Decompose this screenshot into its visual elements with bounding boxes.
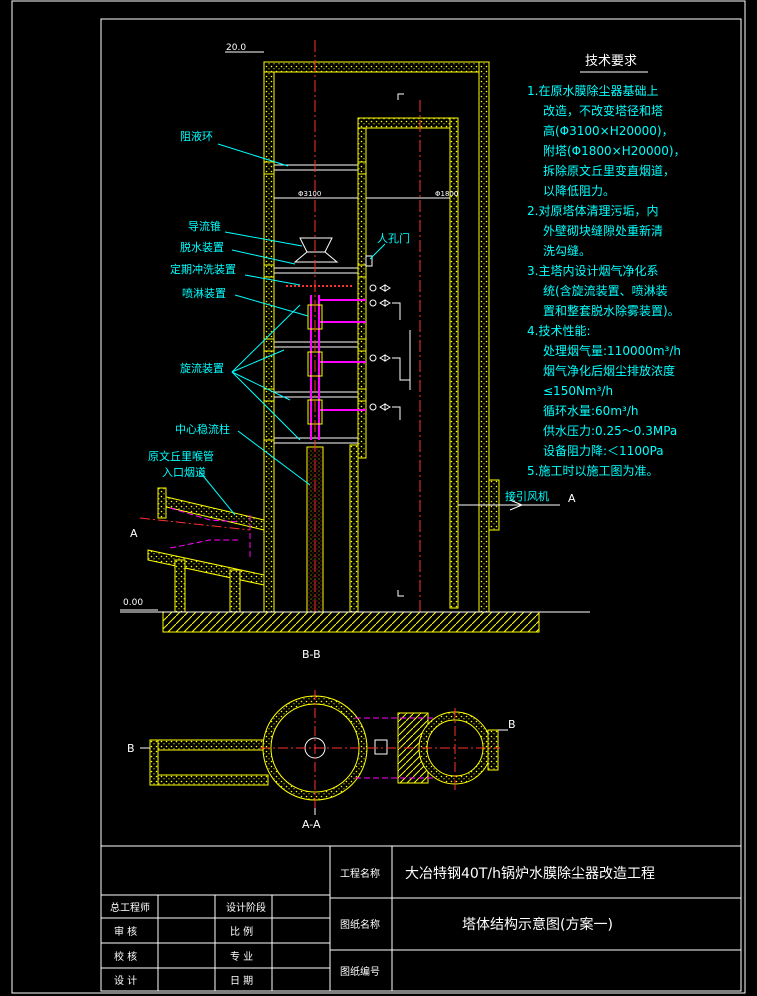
tech-line-18: 供水压力:0.25～0.3MPa [543, 424, 677, 438]
label-sec-b-left: B [127, 742, 135, 755]
tech-line-11: 统(含旋流装置、喷淋装 [543, 283, 668, 298]
dimension-lines [120, 51, 450, 611]
corner-marks [397, 93, 404, 597]
label-level-ground: 0.00 [123, 598, 143, 608]
outlet-duct [458, 479, 560, 531]
tech-requirements: 技术要求 1.在原水膜除尘器基础上 改造，不改变塔径和塔 高(Φ3100×H20… [527, 54, 686, 478]
title-block [100, 845, 742, 992]
tech-line-2: 改造，不改变塔径和塔 [543, 103, 663, 118]
label-section-bb: B-B [302, 648, 321, 661]
internal-trays [274, 164, 358, 444]
inlet-duct [147, 487, 265, 613]
label-level-top: 20.0 [226, 43, 246, 53]
label-sec-a-right: A [568, 492, 576, 505]
tb-row1-right: 设计阶段 [226, 901, 266, 914]
tech-line-8: 外壁砌块缝隙处重新清 [543, 223, 663, 238]
label-cyclone: 旋流装置 [180, 361, 224, 375]
tech-line-1: 1.在原水膜除尘器基础上 [527, 83, 658, 98]
tech-line-4: 附塔(Φ1800×H20000)， [543, 144, 686, 158]
label-dewater: 脱水装置 [180, 240, 224, 254]
tech-line-7: 2.对原塔体清理污垢，内 [527, 204, 658, 218]
plan-view [140, 690, 508, 815]
label-guide-cone: 导流锥 [188, 219, 221, 233]
tb-row2-left: 审 核 [114, 925, 137, 938]
tech-line-9: 洗勾缝。 [543, 243, 591, 258]
label-center-column: 中心稳流柱 [175, 422, 230, 436]
tb-row4-right: 日 期 [230, 975, 253, 987]
label-liquid-ring: 阻液环 [180, 129, 213, 143]
tech-line-17: 循环水量:60m³/h [543, 404, 638, 418]
tech-line-20: 5.施工时以施工图为准。 [527, 464, 658, 478]
tech-line-10: 3.主塔内设计烟气净化系 [527, 263, 658, 278]
tech-title: 技术要求 [585, 54, 637, 69]
label-manhole: 人孔门 [377, 231, 410, 245]
label-venturi-1: 原文丘里喉管 [148, 449, 214, 463]
label-spray: 喷淋装置 [182, 287, 226, 300]
tech-line-3: 高(Φ3100×H20000)， [543, 123, 674, 138]
center-lines [314, 40, 421, 612]
tb-drawing-label: 图纸名称 [340, 918, 380, 931]
manhole-door [365, 255, 373, 267]
leader-lines [199, 143, 386, 516]
main-tower [263, 61, 490, 613]
label-venturi-2: 入口烟道 [162, 465, 206, 479]
label-dia-main: Φ3100 [298, 190, 321, 198]
tb-row3-right: 专 业 [230, 950, 253, 963]
spray-pipes [310, 295, 366, 440]
tb-project-value: 大冶特钢40T/h锅炉水膜除尘器改造工程 [405, 866, 655, 882]
tech-line-14: 处理烟气量:110000m³/h [543, 343, 681, 358]
valves [369, 284, 411, 420]
tech-line-16: ≤150Nm³/h [543, 384, 613, 398]
label-sec-a-left: A [130, 527, 138, 540]
label-section-aa: A-A [302, 818, 321, 831]
label-flush: 定期冲洗装置 [170, 262, 236, 276]
section-line-a [139, 517, 251, 531]
venturi-lines [169, 507, 251, 560]
tb-number-label: 图纸编号 [340, 965, 380, 978]
label-fan: 接引风机 [505, 489, 549, 503]
tech-line-13: 4.技术性能: [527, 324, 591, 338]
tech-line-5: 拆除原文丘里变直烟道， [543, 163, 675, 178]
tb-row1-left: 总工程师 [110, 901, 150, 914]
tb-drawing-value: 塔体结构示意图(方案一) [462, 916, 613, 933]
tb-project-label: 工程名称 [340, 867, 380, 880]
tech-line-12: 置和整套脱水除雾装置)。 [543, 303, 680, 318]
tb-row4-left: 设 计 [114, 974, 137, 987]
tech-line-19: 设备阻力降:＜1100Pa [543, 444, 664, 458]
tb-row3-left: 校 核 [114, 950, 137, 963]
tech-line-6: 以降低阻力。 [543, 184, 615, 198]
label-dia-aux: Φ1800 [435, 190, 458, 198]
label-sec-b-right: B [508, 718, 516, 731]
ground-slab [120, 611, 590, 633]
tray-blocks [263, 161, 367, 402]
tb-row2-right: 比 例 [230, 925, 253, 938]
tech-line-15: 烟气净化后烟尘排放浓度 [543, 363, 675, 378]
guide-cone [293, 237, 339, 263]
